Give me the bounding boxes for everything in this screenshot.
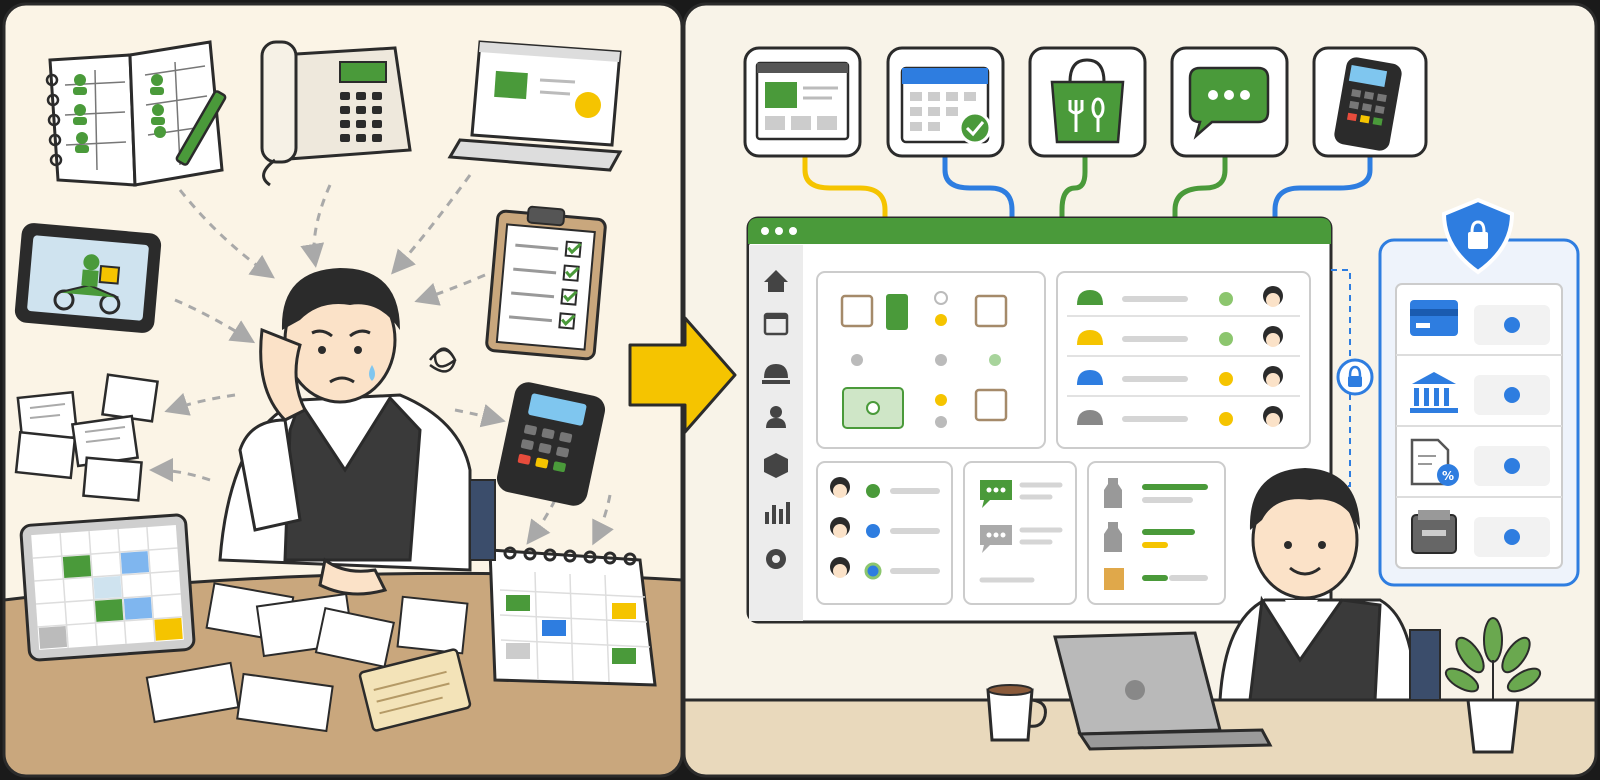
bank-icon — [1410, 372, 1458, 413]
table-layout-card — [816, 271, 1046, 449]
desk-calendar-icon — [488, 546, 657, 687]
cash-drawer-icon — [1411, 510, 1457, 554]
inventory-card — [1087, 461, 1226, 605]
security-panel: % — [1378, 197, 1580, 587]
integration-chat-bubble-icon — [1170, 46, 1289, 158]
integration-payment-terminal-icon — [1312, 46, 1428, 158]
calm-manager — [1218, 468, 1441, 702]
service-bell-icon[interactable] — [762, 364, 790, 384]
laptop-computer — [1053, 631, 1273, 751]
paper-notes-icon — [14, 373, 159, 502]
tax-document-icon: % — [1410, 438, 1459, 486]
orders-list-card — [1056, 271, 1311, 449]
user-icon[interactable] — [766, 406, 786, 428]
staff-card — [816, 461, 953, 605]
home-icon[interactable] — [764, 270, 788, 292]
stressed-manager — [218, 268, 496, 596]
laptop-icon — [447, 40, 623, 172]
payment-terminal-icon — [496, 382, 606, 506]
credit-card-icon — [1410, 300, 1458, 336]
wall-calendar-tablet-icon — [19, 513, 196, 662]
desk-papers — [145, 582, 469, 733]
integration-website-icon — [743, 46, 862, 158]
integration-calendar-check-icon — [886, 46, 1005, 158]
integration-takeout-bag-icon — [1028, 46, 1147, 158]
coffee-cup-icon — [986, 684, 1047, 742]
messages-card — [963, 461, 1077, 605]
svg-text:%: % — [1442, 469, 1454, 483]
dashboard-window — [746, 216, 1333, 624]
calendar-icon[interactable] — [763, 312, 789, 336]
right-arrow-icon — [628, 316, 737, 434]
settings-icon[interactable] — [766, 549, 786, 569]
clipboard-checklist-icon — [485, 205, 607, 361]
bar-chart-icon[interactable] — [765, 502, 790, 524]
notepad-icon — [358, 648, 472, 732]
desk-phone-icon — [260, 40, 412, 187]
potted-plant-icon — [1444, 617, 1542, 754]
delivery-tablet-icon — [14, 223, 162, 333]
box-icon[interactable] — [764, 453, 788, 478]
left-panel — [4, 4, 682, 776]
notebook-icon — [45, 40, 227, 187]
right-panel: % — [684, 4, 1596, 776]
